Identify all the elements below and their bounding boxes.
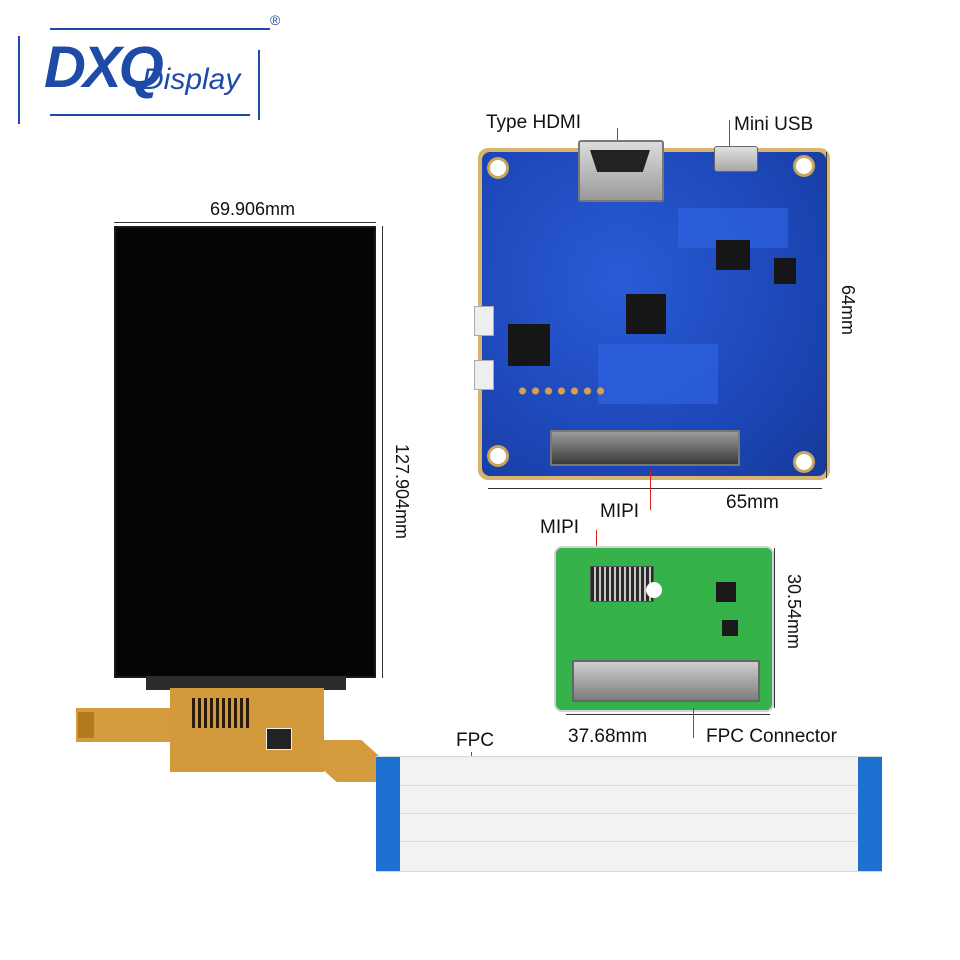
fpc-connector-label: FPC Connector	[706, 726, 837, 747]
mipi-board-label: MIPI	[600, 501, 640, 522]
flex-qr-code	[266, 728, 292, 750]
flex-cable-left-tail	[76, 708, 176, 742]
adapter-width-label: 37.68mm	[568, 726, 648, 747]
adapter-height-dimension-line	[774, 548, 775, 708]
adapter-mounting-hole	[646, 582, 662, 598]
fpc-stripe	[400, 785, 858, 786]
board-width-dimension-line	[488, 488, 822, 489]
adapter-mipi-connector	[590, 566, 654, 602]
adapter-chip	[722, 620, 738, 636]
board-mcu-chip	[508, 324, 550, 366]
flex-connector-pad	[78, 712, 94, 738]
fpc-cable	[376, 756, 882, 872]
mounting-hole	[490, 160, 506, 176]
hdmi-driver-board	[474, 140, 830, 480]
logo-left-bar	[18, 36, 20, 124]
board-height-dimension-line	[826, 152, 827, 478]
mipi-adapter-board	[554, 546, 774, 712]
board-switch	[474, 360, 494, 390]
lcd-height-label: 127.904mm	[392, 444, 412, 540]
board-small-chip	[774, 258, 796, 284]
mipi-adapter-label: MIPI	[540, 517, 580, 538]
board-height-label: 64mm	[838, 285, 858, 336]
dxq-logo: DXQ Display ®	[14, 12, 314, 124]
mini-usb-label: Mini USB	[734, 114, 814, 135]
adapter-chip	[716, 582, 736, 602]
flex-driver-ic	[192, 698, 252, 728]
fpc-left-contact	[376, 757, 400, 871]
mipi-pointer	[650, 470, 651, 510]
mounting-hole	[796, 158, 812, 174]
adapter-width-dimension-line	[566, 714, 770, 715]
fpc-connector-pointer	[693, 708, 694, 738]
logo-top-line	[50, 28, 270, 30]
usb-pointer	[729, 120, 730, 146]
logo-brand-sub: Display	[142, 63, 241, 96]
logo-right-bar	[258, 50, 260, 120]
board-width-label: 65mm	[726, 492, 779, 513]
lcd-width-label: 69.906mm	[210, 199, 296, 219]
fpc-right-contact	[858, 757, 882, 871]
hdmi-port	[578, 140, 664, 202]
mounting-hole	[796, 454, 812, 470]
lcd-flex-cable	[170, 688, 324, 772]
mini-usb-port	[714, 146, 758, 172]
fpc-stripe	[400, 813, 858, 814]
flex-cable-right-tail	[318, 740, 380, 782]
adapter-fpc-connector	[572, 660, 760, 702]
board-bridge-chip	[626, 294, 666, 334]
adapter-height-label: 30.54mm	[784, 574, 804, 650]
mounting-hole	[490, 448, 506, 464]
lcd-panel	[114, 226, 376, 678]
type-hdmi-label: Type HDMI	[486, 112, 582, 133]
board-header-pads	[516, 386, 610, 396]
mipi-connector	[550, 430, 740, 466]
fpc-label: FPC	[456, 730, 494, 751]
lcd-width-dimension-line	[114, 222, 376, 223]
logo-bottom-line	[50, 114, 250, 116]
lcd-height-dimension-line	[382, 226, 383, 678]
board-switch	[474, 306, 494, 336]
fpc-stripe	[400, 841, 858, 842]
board-regulator-chip	[716, 240, 750, 270]
lcd-bottom-bezel	[146, 676, 346, 690]
logo-registered-mark: ®	[270, 12, 281, 28]
logo-brand-main: DXQ	[44, 35, 164, 100]
board-trace	[598, 344, 718, 404]
